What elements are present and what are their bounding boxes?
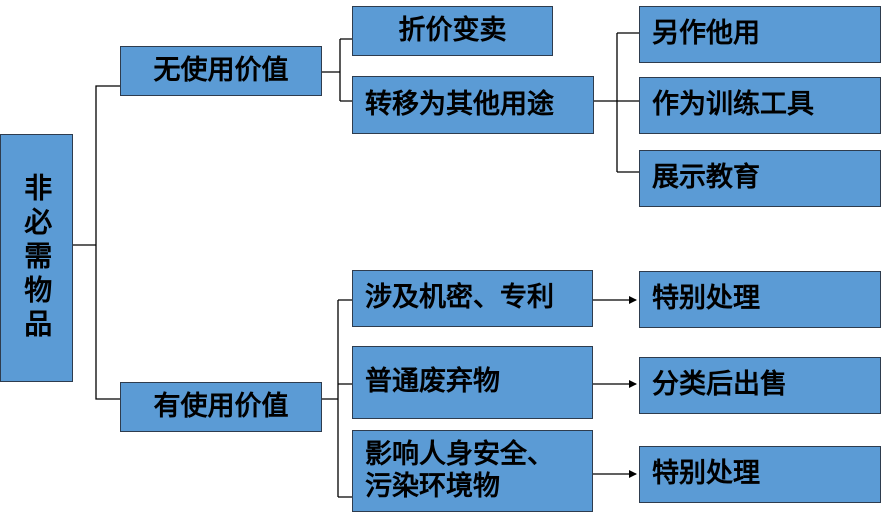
node-safety-env: 影响人身安全、 污染环境物 (352, 430, 593, 512)
connector-repurpose (594, 32, 639, 173)
node-training-tool-label: 作为训练工具 (652, 89, 814, 121)
node-special-2: 特别处理 (639, 446, 881, 503)
node-discount-sale-label: 折价变卖 (398, 14, 507, 46)
node-display-education-label: 展示教育 (652, 162, 760, 194)
node-secret-patent: 涉及机密、专利 (352, 270, 593, 327)
root-node: 非必需物品 (0, 134, 73, 382)
node-other-use-label: 另作他用 (652, 18, 760, 50)
node-display-education: 展示教育 (639, 150, 881, 207)
node-training-tool: 作为训练工具 (639, 77, 881, 134)
node-ordinary-waste: 普通废弃物 (352, 346, 593, 419)
branch-no-value-label: 无使用价值 (153, 54, 289, 86)
branch-has-value: 有使用价值 (120, 382, 322, 432)
connector-root (73, 85, 120, 400)
branch-no-value: 无使用价值 (120, 46, 322, 96)
branch-has-value-label: 有使用价值 (153, 390, 289, 422)
node-sort-sell: 分类后出售 (639, 357, 881, 414)
node-secret-patent-label: 涉及机密、专利 (365, 282, 554, 314)
root-label: 非必需物品 (20, 173, 54, 343)
node-special-1-label: 特别处理 (652, 283, 760, 315)
node-sort-sell-label: 分类后出售 (652, 369, 787, 401)
node-discount-sale: 折价变卖 (352, 6, 553, 56)
node-repurpose-label: 转移为其他用途 (365, 88, 554, 120)
node-special-2-label: 特别处理 (652, 458, 760, 490)
node-safety-env-label: 影响人身安全、 污染环境物 (365, 438, 554, 502)
node-special-1: 特别处理 (639, 271, 881, 328)
node-ordinary-waste-label: 普通废弃物 (365, 366, 500, 398)
connector-has-value (322, 299, 352, 498)
node-other-use: 另作他用 (639, 6, 881, 63)
node-repurpose: 转移为其他用途 (352, 76, 594, 134)
connector-no-value (322, 38, 352, 102)
